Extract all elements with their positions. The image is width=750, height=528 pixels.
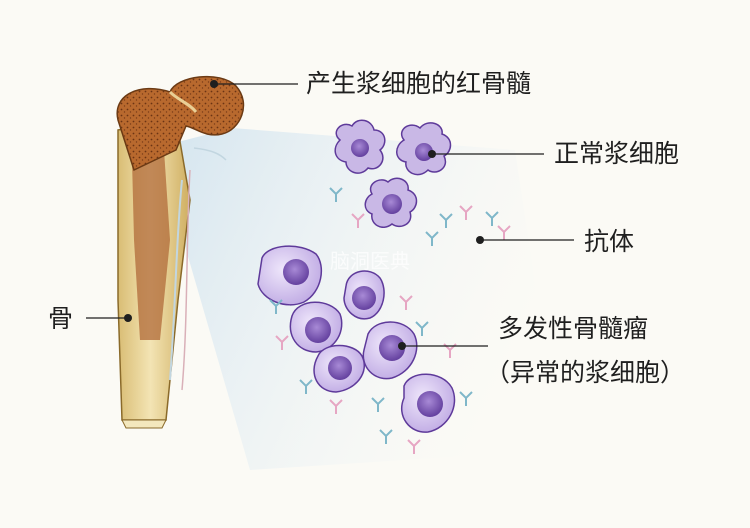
label-red-marrow: 产生浆细胞的红骨髓 (306, 69, 532, 98)
label-abnormal-plasma-cell: （异常的浆细胞） (485, 358, 686, 387)
leader-lines (86, 83, 574, 347)
antibodies (269, 187, 511, 454)
normal-plasma-cells (334, 119, 452, 228)
bone-illustration (116, 75, 245, 429)
label-normal-plasma-cell: 正常浆细胞 (554, 139, 680, 168)
watermark: 脑洞医典 (330, 249, 410, 273)
label-multiple-myeloma: 多发性骨髓瘤 (498, 314, 649, 343)
label-antibody: 抗体 (584, 227, 635, 256)
leader-dots (124, 80, 484, 350)
myeloma-cells (257, 245, 456, 433)
label-bone: 骨 (48, 304, 74, 333)
